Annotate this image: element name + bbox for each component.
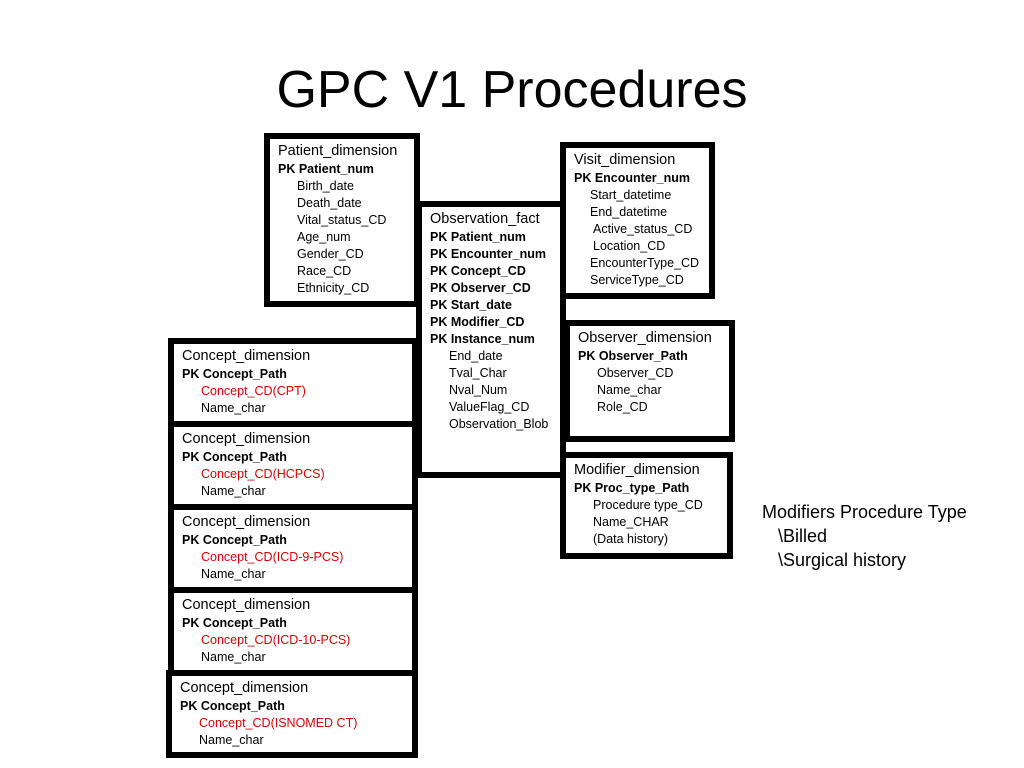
concept-code-field: Concept_CD(HCPCS) (201, 467, 325, 481)
primary-key: PK Proc_type_Path (574, 481, 690, 495)
field: EncounterType_CD (590, 256, 700, 270)
page-title: GPC V1 Procedures (276, 61, 748, 119)
primary-key: PK Patient_num (278, 162, 374, 176)
primary-key: PK Concept_Path (182, 616, 287, 630)
field: Name_char (597, 383, 662, 397)
primary-key: PK Concept_Path (182, 533, 287, 547)
field: Vital_status_CD (297, 213, 387, 227)
field: Start_datetime (590, 188, 672, 202)
field: Death_date (297, 196, 362, 210)
field: Observation_Blob (449, 417, 549, 431)
modifiers-note: Modifiers Procedure Type \Billed \Surgic… (762, 500, 967, 572)
concept-dimension-table-snomed: Concept_dimension PK Concept_Path Concep… (166, 670, 418, 758)
table-header: Patient_dimension (278, 143, 398, 159)
field: Name_CHAR (593, 515, 669, 529)
field: ValueFlag_CD (449, 400, 530, 414)
note-item: \Surgical history (778, 550, 907, 570)
field: (Data history) (593, 532, 669, 546)
primary-key: PK Instance_num (430, 332, 535, 346)
primary-key: PK Modifier_CD (430, 315, 525, 329)
primary-key: PK Encounter_num (430, 247, 546, 261)
field: Name_char (201, 650, 266, 664)
concept-code-field: Concept_CD(ISNOMED CT) (199, 716, 358, 730)
field: Location_CD (593, 239, 666, 253)
table-header: Modifier_dimension (574, 462, 700, 478)
patient-dimension-table: Patient_dimension PK Patient_num Birth_d… (264, 133, 420, 307)
concept-dimension-table-cpt: Concept_dimension PK Concept_Path Concep… (168, 338, 418, 427)
field: Procedure type_CD (593, 498, 703, 512)
note-title: Modifiers Procedure Type (762, 502, 967, 522)
primary-key: PK Concept_Path (182, 450, 287, 464)
table-header: Concept_dimension (182, 597, 311, 613)
primary-key: PK Patient_num (430, 230, 526, 244)
note-item: \Billed (778, 526, 828, 546)
primary-key: PK Observer_CD (430, 281, 531, 295)
field: Tval_Char (449, 366, 507, 380)
field: Ethnicity_CD (297, 281, 370, 295)
field: End_datetime (590, 205, 668, 219)
field: Name_char (201, 484, 266, 498)
table-header: Concept_dimension (182, 431, 311, 447)
modifier-dimension-table: Modifier_dimension PK Proc_type_Path Pro… (560, 452, 733, 559)
field: Age_num (297, 230, 351, 244)
observation-fact-table: Observation_fact PK Patient_num PK Encou… (416, 201, 566, 478)
primary-key: PK Concept_CD (430, 264, 526, 278)
visit-dimension-table: Visit_dimension PK Encounter_num Start_d… (560, 142, 715, 299)
field: Name_char (201, 401, 266, 415)
field: Name_char (201, 567, 266, 581)
primary-key: PK Encounter_num (574, 171, 690, 185)
concept-code-field: Concept_CD(ICD-10-PCS) (201, 633, 351, 647)
table-header: Observer_dimension (578, 330, 712, 346)
table-header: Concept_dimension (180, 680, 309, 696)
field: ServiceType_CD (590, 273, 684, 287)
field: Active_status_CD (593, 222, 693, 236)
concept-code-field: Concept_CD(ICD-9-PCS) (201, 550, 344, 564)
observer-dimension-table: Observer_dimension PK Observer_Path Obse… (564, 320, 735, 442)
field: Role_CD (597, 400, 648, 414)
table-header: Concept_dimension (182, 348, 311, 364)
field: Race_CD (297, 264, 352, 278)
primary-key: PK Concept_Path (182, 367, 287, 381)
concept-dimension-table-icd10: Concept_dimension PK Concept_Path Concep… (168, 587, 418, 676)
field: End_date (449, 349, 503, 363)
field: Birth_date (297, 179, 354, 193)
concept-code-field: Concept_CD(CPT) (201, 384, 306, 398)
table-header: Visit_dimension (574, 152, 676, 168)
field: Gender_CD (297, 247, 364, 261)
primary-key: PK Observer_Path (578, 349, 688, 363)
primary-key: PK Concept_Path (180, 699, 285, 713)
primary-key: PK Start_date (430, 298, 512, 312)
field: Observer_CD (597, 366, 674, 380)
field: Nval_Num (449, 383, 508, 397)
field: Name_char (199, 733, 264, 747)
concept-dimension-table-icd9: Concept_dimension PK Concept_Path Concep… (168, 504, 418, 593)
table-header: Concept_dimension (182, 514, 311, 530)
table-header: Observation_fact (430, 211, 540, 227)
concept-dimension-table-hcpcs: Concept_dimension PK Concept_Path Concep… (168, 421, 418, 510)
